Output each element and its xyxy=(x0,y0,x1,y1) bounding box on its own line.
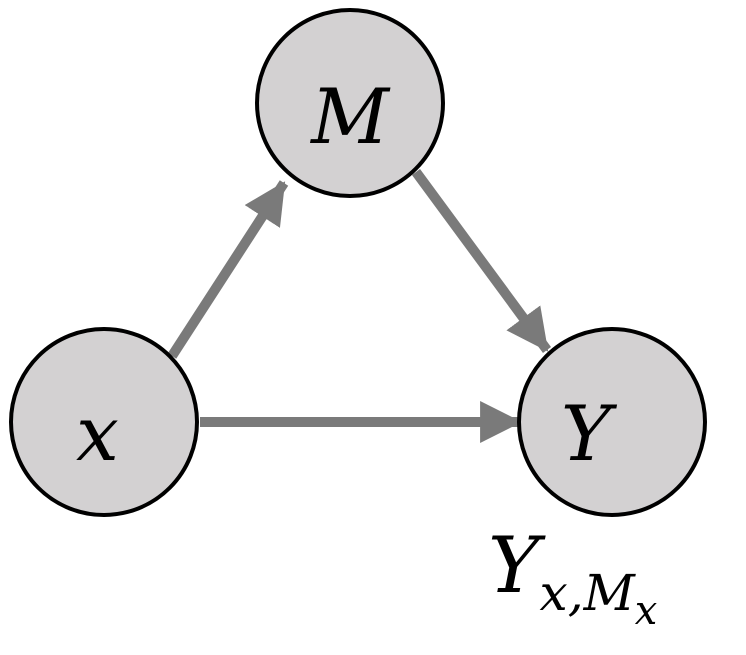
node-x-circle xyxy=(9,327,199,517)
node-m: M xyxy=(255,8,445,198)
node-x-label: x xyxy=(76,389,119,478)
node-m-circle xyxy=(255,8,445,198)
node-y-label: Y xyxy=(561,389,618,478)
edge-m-to-y xyxy=(411,169,552,353)
annotation-subsubscript: x xyxy=(635,588,658,634)
edge-x-to-m xyxy=(167,180,289,359)
node-y-circle xyxy=(517,327,707,517)
node-m-label: M xyxy=(309,72,391,161)
counterfactual-annotation: Yx,Mx xyxy=(488,521,657,634)
annotation-subscript: x,M xyxy=(540,564,637,622)
node-x: x xyxy=(9,327,199,517)
node-y: Y xyxy=(517,327,707,517)
annotation-base: Y xyxy=(488,521,546,611)
